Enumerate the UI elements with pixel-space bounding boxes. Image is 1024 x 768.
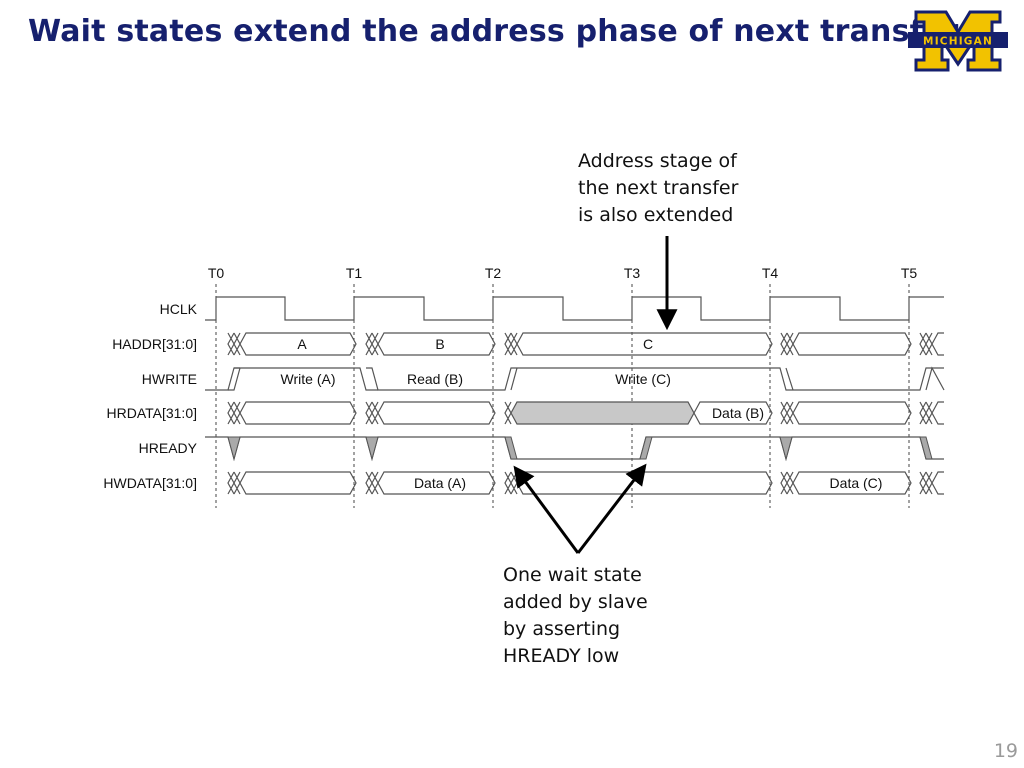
- callout-line: One wait state: [503, 564, 642, 586]
- bus-transition: [504, 401, 512, 425]
- signal-label: HREADY: [139, 440, 198, 456]
- logo-banner: [908, 32, 1008, 48]
- page-number: 19: [993, 740, 1018, 762]
- hwdata-waveform: Data (A) Data (C): [227, 471, 944, 495]
- bus-transition: [504, 471, 518, 495]
- hwrite-value: Read (B): [407, 371, 463, 387]
- logo-text: MICHIGAN: [923, 36, 993, 48]
- signal-label: HWDATA[31:0]: [103, 475, 197, 491]
- hclk-waveform: [205, 296, 944, 321]
- callout-address-extended: Address stage of the next transfer is al…: [578, 148, 738, 229]
- bus-segment: [931, 332, 944, 356]
- callout-line: by asserting: [503, 618, 621, 640]
- bus-transition: [365, 332, 379, 356]
- haddr-waveform: A B C: [227, 332, 944, 356]
- hrdata-value: Data (B): [712, 405, 764, 421]
- bus-transition: [780, 471, 794, 495]
- arrow-wait-end: [576, 463, 647, 554]
- bus-segment: [239, 332, 357, 356]
- time-label: T5: [901, 265, 918, 281]
- time-markers: T0 T1 T2 T3 T4 T5: [208, 265, 918, 508]
- bus-transition: [919, 401, 933, 425]
- time-label: T4: [762, 265, 779, 281]
- slide-title: Wait states extend the address phase of …: [28, 14, 959, 49]
- hrdata-waveform: Data (B): [227, 401, 944, 425]
- hready-edge: [227, 436, 793, 461]
- bus-segment: [516, 332, 773, 356]
- hready-line: [205, 436, 944, 462]
- bus-segment: [239, 401, 357, 425]
- haddr-value: C: [643, 336, 653, 352]
- bus-transition: [227, 332, 241, 356]
- block-m-logo: MICHIGAN: [908, 10, 1008, 72]
- bus-transition: [780, 332, 794, 356]
- time-label: T2: [485, 265, 502, 281]
- time-label: T0: [208, 265, 225, 281]
- hwdata-value: Data (A): [414, 475, 466, 491]
- signal-label: HADDR[31:0]: [112, 336, 197, 352]
- bus-segment: [377, 332, 496, 356]
- haddr-value: B: [435, 336, 444, 352]
- signal-label: HRDATA[31:0]: [106, 405, 197, 421]
- hwrite-line: [372, 366, 945, 391]
- signal-label: HWRITE: [142, 371, 197, 387]
- bus-segment: [792, 471, 912, 495]
- hrdata-wait-block: [510, 401, 695, 425]
- callout-line: HREADY low: [503, 645, 620, 667]
- hwrite-line: [366, 367, 944, 391]
- hwrite-line: [228, 367, 241, 391]
- hwrite-waveform: Write (A) Read (B) Write (C): [205, 366, 945, 391]
- bus-segment: [693, 401, 773, 425]
- callout-line: is also extended: [578, 204, 734, 226]
- bus-transition: [504, 332, 518, 356]
- bus-transition: [780, 401, 794, 425]
- hwrite-value: Write (C): [615, 371, 671, 387]
- bus-transition: [227, 401, 241, 425]
- callout-wait-state: One wait state added by slave by asserti…: [503, 562, 648, 670]
- bus-segment: [931, 401, 944, 425]
- hready-waveform: [205, 436, 944, 462]
- bus-segment: [377, 401, 496, 425]
- bus-segment: [792, 401, 912, 425]
- hwrite-line: [205, 367, 372, 391]
- bus-transition: [919, 471, 933, 495]
- callout-line: the next transfer: [578, 177, 739, 199]
- bus-transition: [365, 401, 379, 425]
- haddr-value: A: [297, 336, 307, 352]
- time-label: T1: [346, 265, 363, 281]
- bus-segment: [792, 332, 912, 356]
- callout-line: added by slave: [503, 591, 648, 613]
- signal-labels: HCLK HADDR[31:0] HWRITE HRDATA[31:0] HRE…: [103, 301, 197, 491]
- hwdata-value: Data (C): [830, 475, 883, 491]
- time-label: T3: [624, 265, 641, 281]
- arrow-wait-start: [513, 465, 580, 554]
- bus-segment: [931, 471, 944, 495]
- bus-segment: [377, 471, 496, 495]
- hwrite-value: Write (A): [281, 371, 336, 387]
- bus-segment: [239, 471, 357, 495]
- hready-edge: [504, 436, 933, 460]
- bus-transition: [227, 471, 241, 495]
- bus-transition: [919, 332, 933, 356]
- bus-transition: [365, 471, 379, 495]
- callout-line: Address stage of: [578, 150, 737, 172]
- bus-segment: [516, 471, 773, 495]
- signal-label: HCLK: [160, 301, 198, 317]
